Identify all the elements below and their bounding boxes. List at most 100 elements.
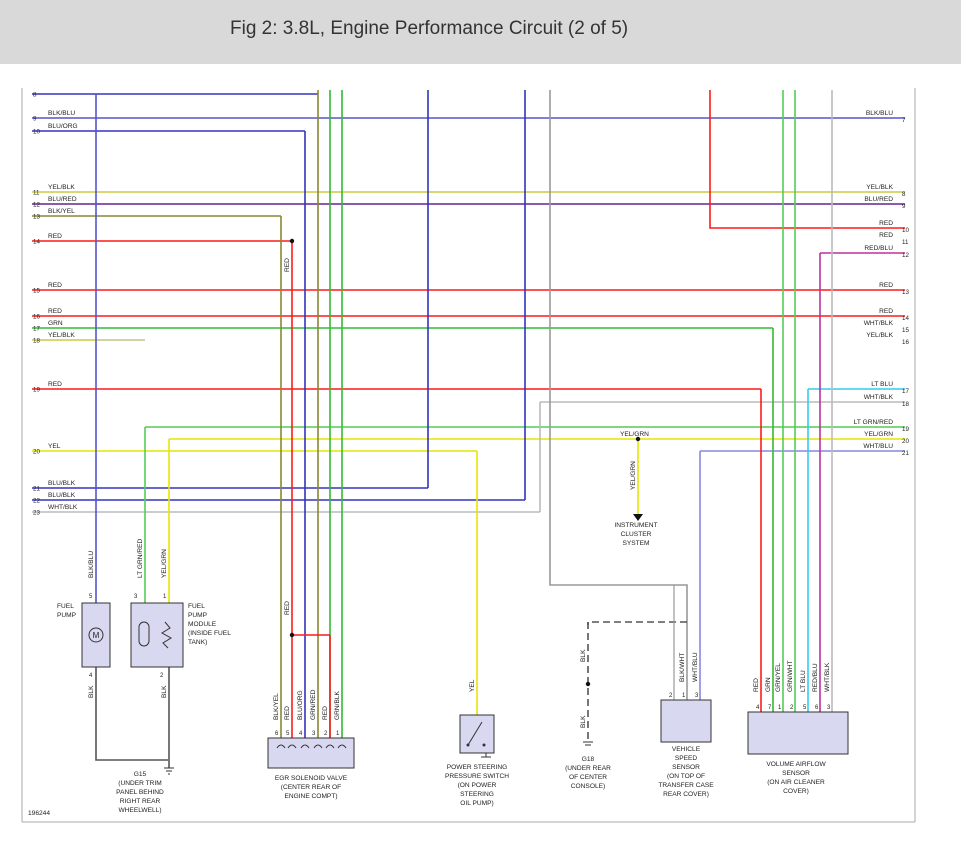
fuel-pump-label: PUMP xyxy=(57,612,77,619)
right-wire-label: BLK/BLU xyxy=(866,110,893,117)
motor-symbol: M xyxy=(93,631,100,640)
ps-switch-box xyxy=(459,714,495,754)
egr-valve-box xyxy=(267,737,355,769)
right-wire-label: YEL/BLK xyxy=(866,332,893,339)
vss-label: VEHICLE xyxy=(672,746,701,753)
left-pin-number: 23 xyxy=(33,510,40,517)
arrow-icon xyxy=(633,514,643,521)
vss-box xyxy=(660,699,712,743)
splice-red-egr xyxy=(289,632,295,638)
wire-label-blk-wht: BLK/WHT xyxy=(679,653,686,682)
fuel-pump-module-label: TANK) xyxy=(188,639,207,646)
egr-wire-label: GRN/BLK xyxy=(334,690,341,720)
vaf-box xyxy=(747,711,849,755)
left-wire-label: WHT/BLK xyxy=(48,504,78,511)
pin-number: 5 xyxy=(89,594,93,600)
wire-label-lt-grn-red: LT GRN/RED xyxy=(137,538,144,578)
right-pin-number: 18 xyxy=(902,401,909,408)
right-wire-label: BLU/RED xyxy=(864,196,893,203)
splice-yel-grn xyxy=(635,436,641,442)
resistor-icon xyxy=(161,621,172,649)
g15-label: (UNDER TRIM xyxy=(118,780,161,787)
right-wire-label: RED xyxy=(879,308,893,315)
vaf-wire-label: LT BLU xyxy=(800,670,807,692)
left-wire-label: RED xyxy=(48,233,62,240)
ps-switch-label: (ON POWER xyxy=(458,782,497,789)
left-pin-number: 14 xyxy=(33,239,40,246)
vaf-wire-label: WHT/BLK xyxy=(824,662,831,692)
right-wire-label: RED xyxy=(879,282,893,289)
left-wire-label: YEL xyxy=(48,443,61,450)
right-pin-number: 15 xyxy=(902,327,909,334)
right-pin-number: 21 xyxy=(902,450,909,457)
pin-number: 2 xyxy=(160,673,164,679)
left-pin-number: 21 xyxy=(33,486,40,493)
left-pin-number: 10 xyxy=(33,129,40,136)
pin-number: 4 xyxy=(299,731,303,737)
pin-number: 7 xyxy=(768,705,772,711)
wire-label-red: RED xyxy=(284,258,291,272)
wire-label-blk-blu: BLK/BLU xyxy=(88,551,95,578)
right-pin-number: 9 xyxy=(902,203,906,210)
left-pin-number: 9 xyxy=(33,116,37,123)
right-pin-number: 16 xyxy=(902,339,909,346)
vss-label: (ON TOP OF xyxy=(667,773,705,780)
left-pin-number: 8 xyxy=(33,92,37,99)
splice-red-14 xyxy=(289,238,295,244)
wire-label-blk: BLK xyxy=(580,649,587,662)
pin-number: 4 xyxy=(756,705,760,711)
pin-number: 1 xyxy=(336,731,340,737)
left-wire-label: GRN xyxy=(48,320,63,327)
left-pin-number: 17 xyxy=(33,326,40,333)
wire-label-blk: BLK xyxy=(88,685,95,698)
vaf-wire-label: GRN/WHT xyxy=(787,661,794,693)
pin-number: 1 xyxy=(778,705,782,711)
vaf-label: VOLUME AIRFLOW xyxy=(766,761,826,768)
wire-label-yel-grn-v: YEL/GRN xyxy=(630,461,637,490)
right-wire-label: WHT/BLK xyxy=(864,394,894,401)
egr-wire-label: GRN/RED xyxy=(310,689,317,720)
right-pin-number: 13 xyxy=(902,289,909,296)
sender-icon xyxy=(138,621,150,647)
pin-number: 5 xyxy=(286,731,290,737)
left-wire-label: BLK/BLU xyxy=(48,110,75,117)
left-wire-label: YEL/BLK xyxy=(48,332,75,339)
right-wire-label: WHT/BLK xyxy=(864,320,894,327)
right-wire-label: LT BLU xyxy=(871,381,893,388)
wire-red-10 xyxy=(709,90,905,229)
wire-blk-g18 xyxy=(587,621,687,740)
pin-number: 1 xyxy=(163,594,167,600)
switch-contact xyxy=(482,743,486,747)
coil-icon xyxy=(300,744,310,749)
left-wire-label: BLU/BLK xyxy=(48,480,76,487)
figure-title: Fig 2: 3.8L, Engine Performance Circuit … xyxy=(230,18,629,39)
pin-number: 3 xyxy=(827,705,831,711)
right-pin-number: 8 xyxy=(902,191,906,198)
ps-switch-label: POWER STEERING xyxy=(447,764,507,771)
pin-number: 3 xyxy=(134,594,138,600)
right-pin-number: 11 xyxy=(902,239,909,246)
pin-number: 2 xyxy=(324,731,328,737)
fuel-pump-module-label: MODULE xyxy=(188,621,217,628)
g15-label: PANEL BEHIND xyxy=(116,789,164,796)
g15-label: G15 xyxy=(134,771,147,778)
cluster-label: SYSTEM xyxy=(622,540,649,547)
left-pin-number: 11 xyxy=(33,190,40,197)
left-pin-number: 16 xyxy=(33,314,40,321)
right-wire-label: RED xyxy=(879,220,893,227)
right-wire-label: LT GRN/RED xyxy=(854,419,894,426)
right-pin-number: 20 xyxy=(902,438,909,445)
cluster-label: CLUSTER xyxy=(621,531,652,538)
left-wire-label: RED xyxy=(48,282,62,289)
coil-icon xyxy=(313,744,323,749)
left-pin-number: 22 xyxy=(33,498,40,505)
fuel-pump-module-box xyxy=(130,602,184,668)
left-pin-number: 12 xyxy=(33,202,40,209)
coil-icon xyxy=(337,744,347,749)
coil-icon xyxy=(325,744,335,749)
g18-label: OF CENTER xyxy=(569,774,607,781)
pin-number: 2 xyxy=(669,693,673,699)
g15-label: RIGHT REAR xyxy=(120,798,161,805)
vaf-wire-label: GRN/YEL xyxy=(775,663,782,692)
